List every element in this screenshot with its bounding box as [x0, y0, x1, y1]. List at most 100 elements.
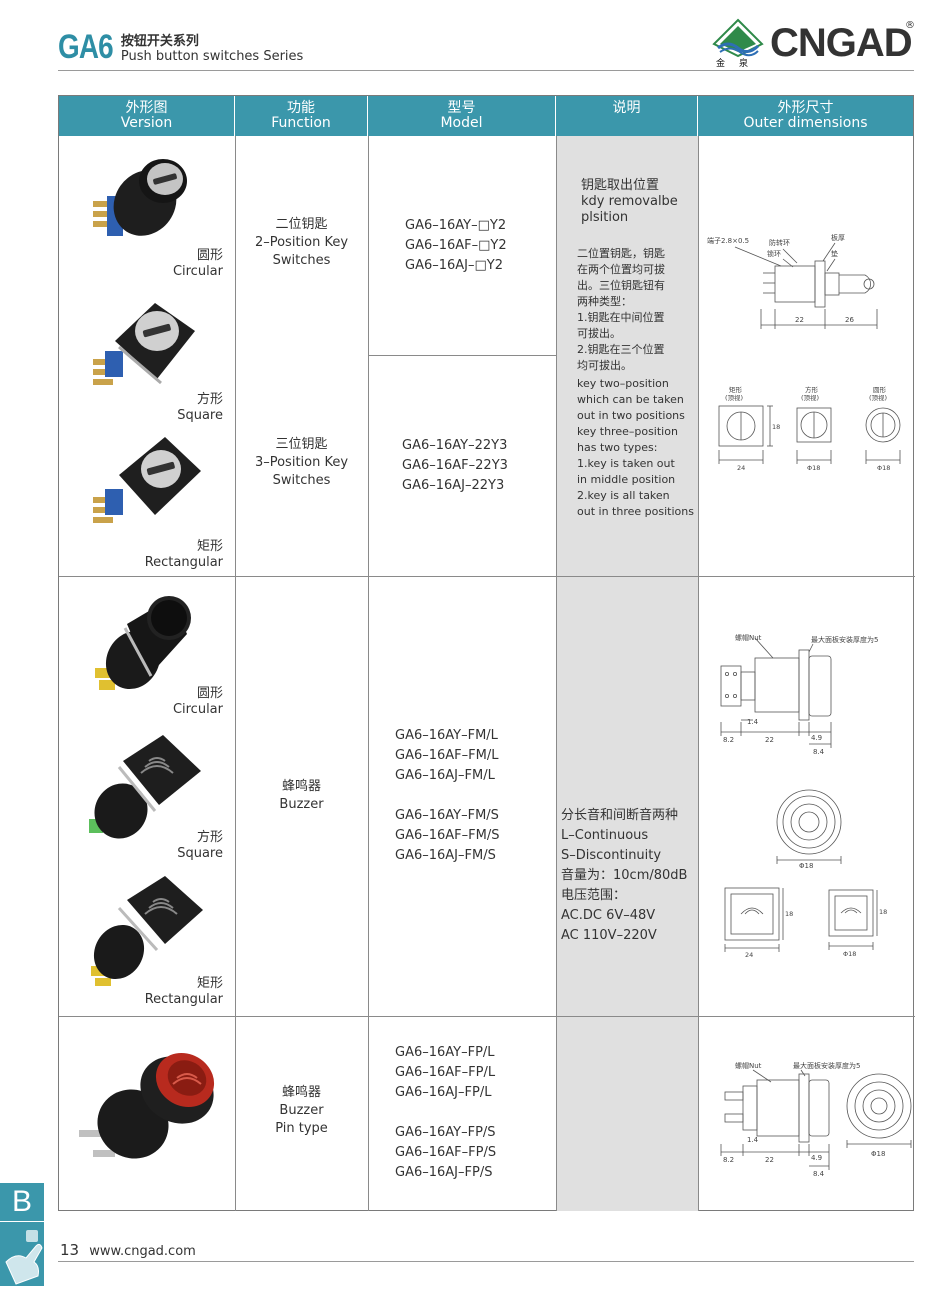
brand-logo: CNGAD ® 金泉: [712, 18, 917, 69]
dim-label: Φ18: [843, 950, 856, 958]
model-item: GA6–16AJ–FM/S: [395, 848, 496, 863]
dim-label: 4.9: [811, 734, 822, 742]
buzzer-side-drawing: 螺帽Nut 最大面板安装厚度为5 1.4 8.2 22 4.9 8.4: [720, 633, 878, 756]
models-buzzer: GA6–16AY–FM/L GA6–16AF–FM/L GA6–16AJ–FM/…: [395, 726, 499, 866]
section-tab: B: [0, 1183, 44, 1221]
key-switch-top-views: 矩形 (顶视) 方形 (顶视) 圆形 (顶视) 24 Φ18 Φ18 18: [718, 385, 901, 472]
series-title: GA6 按钮开关系列 Push button switches Series: [58, 30, 303, 64]
dim-label: 18: [785, 910, 793, 918]
brand-name-cn: 金泉: [716, 59, 763, 69]
buzzer-pin-drawing: 螺帽Nut 最大面板安装厚度为5 1.4 8.2 22 4.9 8.4 Φ18: [720, 1061, 912, 1178]
buzzer-pin-type-photo: [79, 1052, 215, 1159]
dim-label: 垫: [831, 249, 838, 258]
dim-label: 8.4: [813, 748, 825, 756]
key-switch-circular-photo: [93, 159, 187, 236]
page-number: 13: [60, 1241, 80, 1259]
dim-label: 22: [765, 1156, 774, 1164]
dim-label: 22: [765, 736, 774, 744]
dim-label: 24: [745, 951, 753, 959]
dim-label: 8.2: [723, 1156, 734, 1164]
dim-label: 端子2.8×0.5: [707, 236, 749, 245]
dim-label: 防转环: [769, 238, 790, 247]
model-item: GA6–16AY–22Y3: [402, 438, 508, 453]
dim-label: 锁环: [767, 249, 781, 258]
dim-label: 螺帽Nut: [735, 633, 762, 642]
dim-label: 18: [879, 908, 887, 916]
dim-label: 方形: [805, 385, 819, 394]
dim-label: 4.9: [811, 1154, 822, 1162]
model-item: GA6–16AJ–FP/L: [395, 1085, 492, 1100]
series-code: GA6: [58, 28, 114, 66]
dim-label: 8.4: [813, 1170, 825, 1178]
brand-registered: ®: [905, 20, 915, 31]
dim-label: 1.4: [747, 1136, 759, 1144]
dim-label: 最大面板安装厚度为5: [793, 1061, 860, 1070]
dim-label: 矩形: [729, 385, 743, 394]
dim-label: 圆形: [873, 386, 887, 394]
buzzer-square-fronts: 24 18 18 Φ18: [724, 887, 887, 959]
grid-vline: [698, 136, 699, 1211]
footer-divider: [58, 1261, 914, 1262]
model-item: GA6–16AF–□Y2: [405, 238, 507, 253]
models-2pos-key: GA6–16AY–□Y2 GA6–16AF–□Y2 GA6–16AJ–□Y2: [405, 216, 507, 276]
model-item: GA6–16AF–FM/S: [395, 828, 500, 843]
header-divider: [58, 70, 914, 71]
dim-label: 24: [737, 464, 745, 472]
col-description: 说明: [556, 96, 698, 136]
series-name-en: Push button switches Series: [120, 49, 304, 64]
dim-label: 22: [795, 316, 804, 324]
dim-label: (顶视): [801, 393, 819, 402]
model-item: GA6–16AF–FP/S: [395, 1145, 497, 1160]
model-item: GA6–16AF–22Y3: [402, 458, 508, 473]
model-item: GA6–16AJ–FM/L: [395, 768, 495, 783]
grid-hline: [59, 1016, 915, 1017]
key-desc-cn: 二位置钥匙，钥匙 在两个位置均可拔 出。三位钥匙钮有 两种类型： 1.钥匙在中间…: [577, 247, 665, 372]
model-item: GA6–16AF–FM/L: [395, 748, 499, 763]
model-item: GA6–16AJ–FP/S: [395, 1165, 493, 1180]
model-item: GA6–16AY–FM/L: [395, 728, 498, 743]
dim-label: 26: [845, 316, 854, 324]
dim-label: 螺帽Nut: [735, 1061, 762, 1070]
model-item: GA6–16AF–FP/L: [395, 1065, 496, 1080]
buzzer-round-front: Φ18: [776, 789, 842, 870]
model-item: GA6–16AY–FP/S: [395, 1125, 496, 1140]
grid-vline: [235, 136, 236, 1211]
dim-label: 1.4: [747, 718, 759, 726]
model-item: GA6–16AY–FP/L: [395, 1045, 495, 1060]
page-footer: 13 www.cngad.com: [60, 1241, 196, 1259]
buzzer-square-photo: [89, 735, 201, 839]
grid-hline: [59, 576, 915, 577]
dim-label: Φ18: [807, 464, 820, 472]
model-item: GA6–16AY–□Y2: [405, 218, 507, 233]
dim-label: (顶视): [869, 393, 887, 402]
key-desc-en: key two–position which can be taken out …: [577, 377, 694, 518]
buzzer-circular-photo: [95, 596, 191, 690]
model-item: GA6–16AJ–22Y3: [402, 478, 505, 493]
dim-label: 18: [772, 423, 780, 431]
models-3pos-key: GA6–16AY–22Y3 GA6–16AF–22Y3 GA6–16AJ–22Y…: [402, 436, 508, 496]
model-item: GA6–16AJ–□Y2: [405, 258, 504, 273]
key-switch-side-drawing: 端子2.8×0.5 防转环 锁环 板厚 垫 22 26: [707, 233, 878, 329]
dim-label: 8.2: [723, 736, 734, 744]
key-switch-square-photo: [93, 303, 195, 385]
series-names: 按钮开关系列 Push button switches Series: [121, 34, 303, 64]
description-column-bg: [556, 136, 698, 1211]
dim-label: Φ18: [799, 862, 813, 870]
dim-label: (顶视): [725, 393, 743, 402]
brand-name: CNGAD: [770, 21, 913, 65]
buzzer-desc: 分长音和间断音两种 L–Continuous S–Discontinuity 音…: [561, 808, 688, 943]
brand-emblem-icon: [712, 18, 764, 58]
key-desc-title: 钥匙取出位置 kdy removalbe plsition: [581, 178, 678, 225]
